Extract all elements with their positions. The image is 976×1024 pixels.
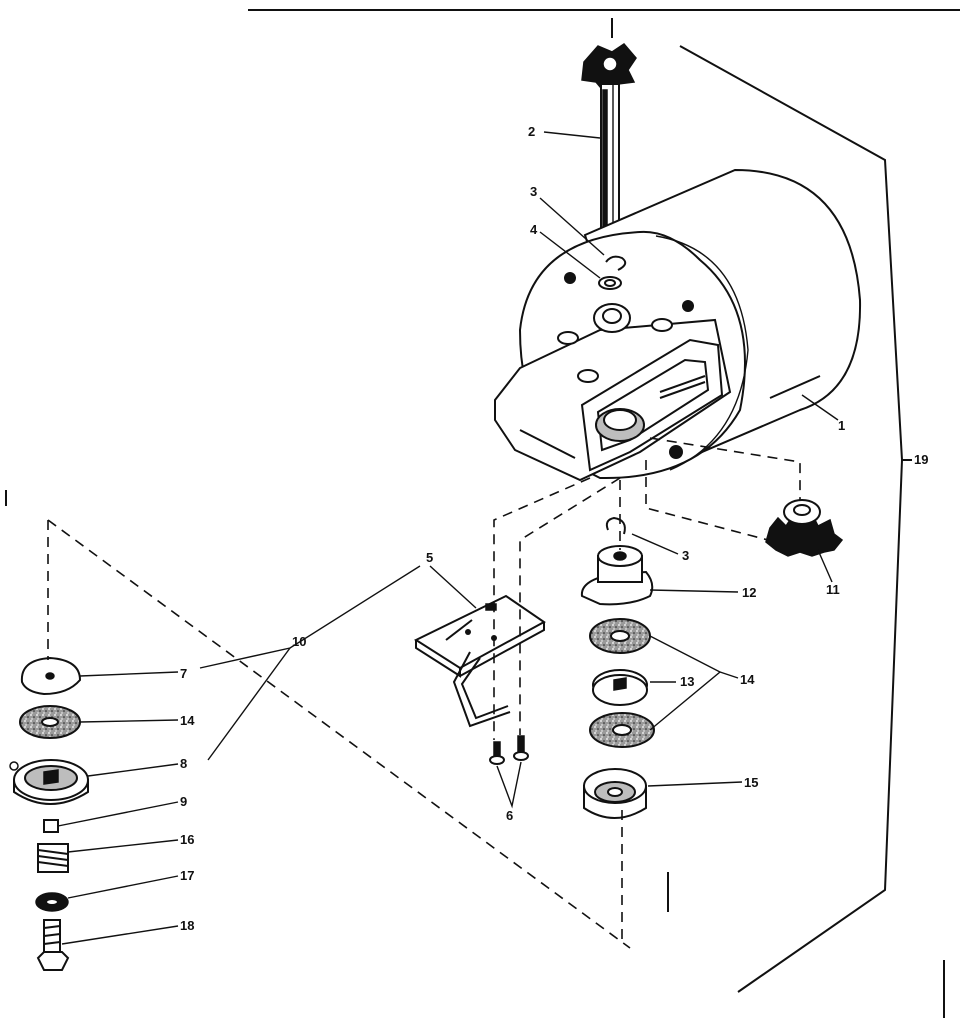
- label-4: 4: [530, 222, 538, 237]
- label-6: 6: [506, 808, 513, 823]
- spring-16: [37, 843, 69, 873]
- label-19: 19: [914, 452, 928, 467]
- bracket-19: [679, 45, 912, 993]
- part-labels: 2 3 4 1 19 3 12 11 13 14 15 5 6 10 7 14 …: [180, 124, 928, 933]
- label-15: 15: [744, 775, 758, 790]
- disc-hole-lower: [612, 724, 632, 736]
- label-2: 2: [528, 124, 535, 139]
- label-14-left: 14: [180, 713, 195, 728]
- label-3-lower: 3: [682, 548, 689, 563]
- gear-11: [765, 499, 844, 557]
- screw-18: [36, 919, 70, 971]
- disc-8: [9, 759, 89, 805]
- label-9: 9: [180, 794, 187, 809]
- leader-lines: [57, 131, 839, 945]
- bracket-5: [413, 594, 546, 728]
- plate-7: [20, 656, 82, 696]
- dashed-assembly-lines: [47, 437, 801, 949]
- washer-4: [598, 276, 622, 290]
- disc-hole: [610, 630, 630, 642]
- screws-6: [489, 735, 529, 765]
- disc-hole-left: [41, 717, 59, 727]
- label-7: 7: [180, 666, 187, 681]
- clip-3-lower: [605, 516, 626, 535]
- cam-12: [580, 545, 654, 606]
- label-17: 17: [180, 868, 194, 883]
- clip-3-top: [605, 255, 627, 271]
- washer-17-hole: [45, 898, 59, 906]
- label-14-right: 14: [740, 672, 755, 687]
- nut-9: [43, 819, 59, 833]
- label-1: 1: [838, 418, 845, 433]
- label-5: 5: [426, 550, 433, 565]
- cup-15: [583, 768, 647, 819]
- label-3-top: 3: [530, 184, 537, 199]
- label-10: 10: [292, 634, 306, 649]
- label-8: 8: [180, 756, 187, 771]
- label-18: 18: [180, 918, 194, 933]
- label-13: 13: [680, 674, 694, 689]
- shaft-assembly-2: [581, 18, 637, 235]
- label-11: 11: [826, 582, 840, 597]
- label-16: 16: [180, 832, 194, 847]
- motor-housing-1: [494, 168, 862, 482]
- plate-13: [592, 669, 648, 706]
- label-12: 12: [742, 585, 756, 600]
